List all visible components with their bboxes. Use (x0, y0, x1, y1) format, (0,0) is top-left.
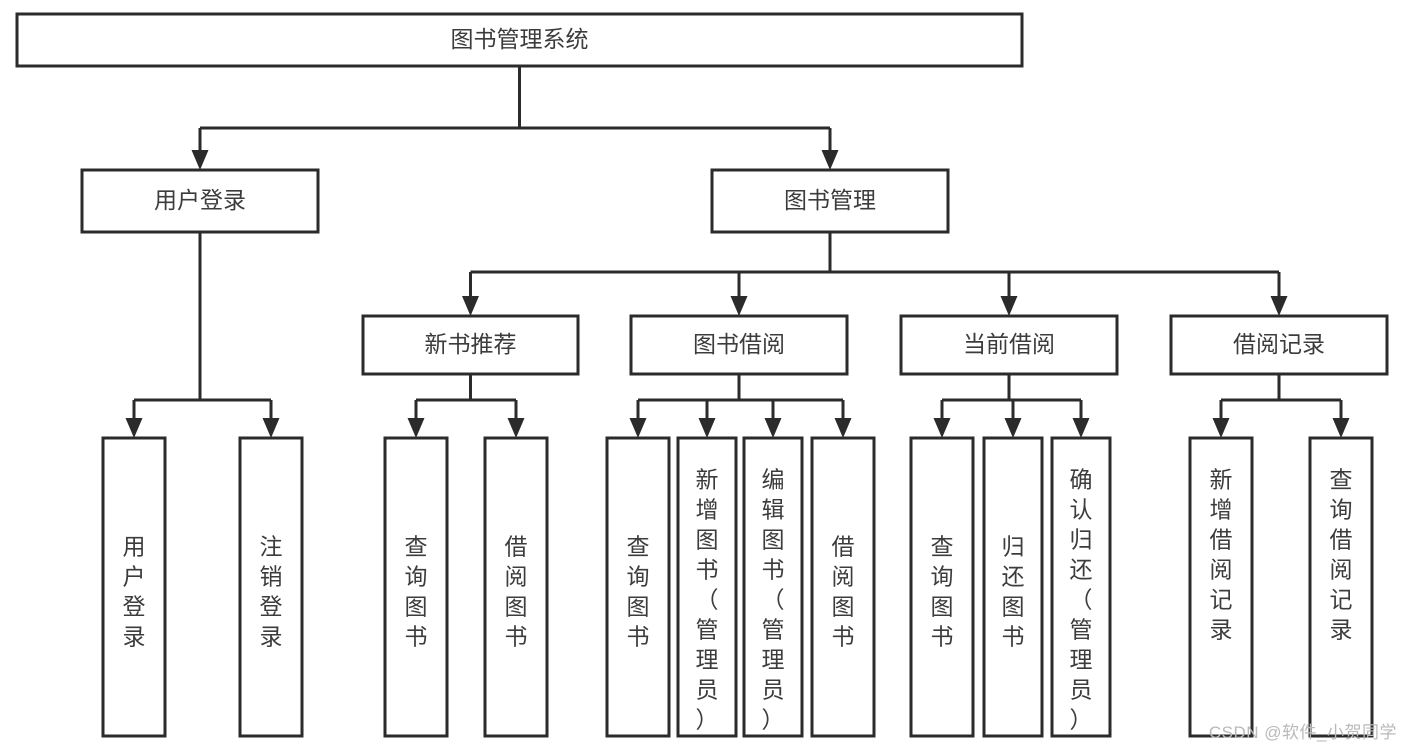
node-label: 注销登录 (260, 534, 283, 650)
arrow-head-icon (191, 150, 209, 170)
node-label: 新增借阅记录 (1210, 467, 1233, 643)
node-root[interactable]: 图书管理系统 (15, 12, 1024, 68)
node-l-bb-borrow-book[interactable]: 借阅图书 (810, 436, 876, 738)
node-label: 查询借阅记录 (1330, 467, 1353, 643)
node-l-user-logout[interactable]: 注销登录 (238, 436, 304, 738)
node-n-new-book-rec[interactable]: 新书推荐 (361, 314, 580, 376)
node-n-borrow-record[interactable]: 借阅记录 (1169, 314, 1389, 376)
node-label: 新书推荐 (425, 331, 517, 357)
arrow-head-icon (507, 418, 525, 438)
node-l-bb-query-book[interactable]: 查询图书 (605, 436, 671, 738)
node-l-bb-add-book[interactable]: 新增图书（管理员） (676, 436, 738, 738)
node-box[interactable] (15, 12, 1024, 68)
arrow-head-icon (698, 418, 716, 438)
node-l-cb-confirm-return[interactable]: 确认归还（管理员） (1050, 436, 1112, 738)
arrow-head-icon (1332, 418, 1350, 438)
node-l-user-login[interactable]: 用户登录 (101, 436, 167, 738)
node-label: 查询图书 (627, 534, 650, 650)
node-l-rec-borrow-book[interactable]: 借阅图书 (483, 436, 549, 738)
arrow-head-icon (1004, 418, 1022, 438)
node-box[interactable] (101, 436, 167, 738)
node-label: 编辑图书（管理员） (762, 467, 785, 733)
node-box[interactable] (605, 436, 671, 738)
node-box[interactable] (1308, 436, 1374, 738)
node-l-rec-query-book[interactable]: 查询图书 (383, 436, 449, 738)
connector-group (933, 374, 1090, 438)
node-l-cb-query-book[interactable]: 查询图书 (909, 436, 975, 738)
node-box[interactable] (1188, 436, 1254, 738)
node-box[interactable] (629, 314, 849, 376)
arrow-head-icon (1270, 296, 1288, 316)
node-box[interactable] (1050, 436, 1112, 738)
arrow-head-icon (730, 296, 748, 316)
node-layer: 图书管理系统用户登录图书管理新书推荐图书借阅当前借阅借阅记录用户登录注销登录查询… (15, 12, 1389, 738)
node-box[interactable] (742, 436, 804, 738)
node-n-book-manage[interactable]: 图书管理 (710, 168, 950, 234)
node-box[interactable] (899, 314, 1119, 376)
arrow-head-icon (764, 418, 782, 438)
node-box[interactable] (80, 168, 320, 234)
connector-group (462, 232, 1288, 316)
arrow-head-icon (834, 418, 852, 438)
node-box[interactable] (383, 436, 449, 738)
node-box[interactable] (676, 436, 738, 738)
node-box[interactable] (710, 168, 950, 234)
node-label: 图书管理 (784, 187, 876, 213)
node-box[interactable] (1169, 314, 1389, 376)
node-l-br-query-record[interactable]: 查询借阅记录 (1308, 436, 1374, 738)
connector-group (191, 66, 839, 170)
node-label: 用户登录 (123, 534, 146, 650)
node-n-book-borrow[interactable]: 图书借阅 (629, 314, 849, 376)
node-box[interactable] (810, 436, 876, 738)
arrow-head-icon (1000, 296, 1018, 316)
arrow-head-icon (125, 418, 143, 438)
arrow-head-icon (462, 296, 479, 316)
node-label: 图书管理系统 (451, 26, 589, 52)
connector-layer (125, 66, 1350, 438)
node-label: 归还图书 (1002, 534, 1025, 650)
node-box[interactable] (238, 436, 304, 738)
node-l-cb-return-book[interactable]: 归还图书 (982, 436, 1044, 738)
node-box[interactable] (909, 436, 975, 738)
arrow-head-icon (933, 418, 951, 438)
node-box[interactable] (483, 436, 549, 738)
node-label: 借阅记录 (1233, 331, 1325, 357)
node-n-current-borrow[interactable]: 当前借阅 (899, 314, 1119, 376)
arrow-head-icon (629, 418, 647, 438)
node-l-br-add-record[interactable]: 新增借阅记录 (1188, 436, 1254, 738)
arrow-head-icon (821, 150, 839, 170)
node-box[interactable] (982, 436, 1044, 738)
node-label: 查询图书 (931, 534, 954, 650)
node-label: 借阅图书 (505, 534, 528, 650)
node-label: 借阅图书 (832, 534, 855, 650)
node-label: 图书借阅 (693, 331, 785, 357)
node-label: 新增图书（管理员） (696, 467, 719, 733)
node-n-user-login[interactable]: 用户登录 (80, 168, 320, 234)
node-l-bb-edit-book[interactable]: 编辑图书（管理员） (742, 436, 804, 738)
connector-group (629, 374, 852, 438)
arrow-head-icon (1072, 418, 1090, 438)
node-label: 查询图书 (405, 534, 428, 650)
node-label: 当前借阅 (963, 331, 1055, 357)
connector-group (407, 374, 525, 438)
connector-group (125, 232, 280, 438)
arrow-head-icon (262, 418, 280, 438)
node-label: 用户登录 (154, 187, 246, 213)
arrow-head-icon (1212, 418, 1230, 438)
connector-group (1212, 374, 1350, 438)
node-box[interactable] (361, 314, 580, 376)
arrow-head-icon (407, 418, 425, 438)
node-label: 确认归还（管理员） (1070, 467, 1093, 733)
